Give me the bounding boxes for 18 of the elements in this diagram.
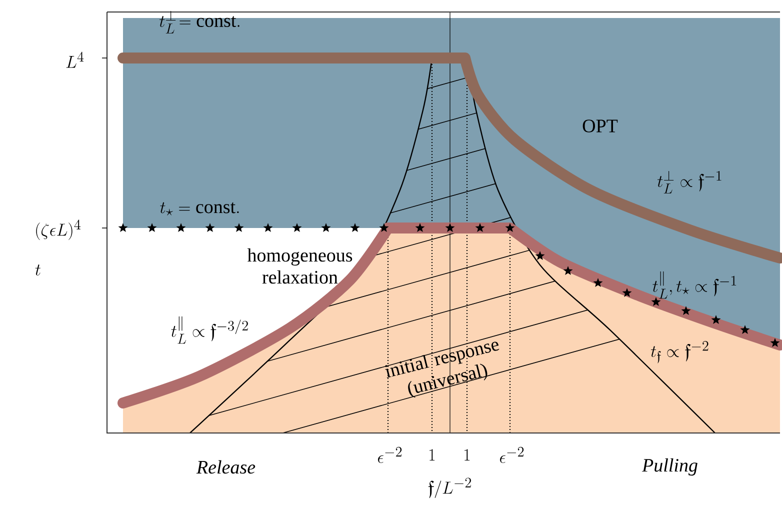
axis-tick-label: $\epsilon^{-2}$ xyxy=(378,446,402,463)
curve-label: $t_L^{\perp}\!=\mathrm{const.}$ xyxy=(160,10,240,34)
curve-label: $t_\star =\mathrm{const.}$ xyxy=(160,202,239,216)
axis-tick-label: $(\zeta\epsilon L)^4$ xyxy=(36,220,81,240)
axis-side-label: Pulling xyxy=(642,458,698,476)
axis-side-label: Release xyxy=(196,460,256,474)
region-label: OPT xyxy=(582,120,618,132)
curve-label: $t_\mathfrak{f} \propto \mathfrak{f}^{-2}$ xyxy=(650,341,708,364)
axis-label: $t$ xyxy=(35,264,41,276)
axis-tick-label: $\epsilon^{-2}$ xyxy=(500,446,524,463)
axis-tick-label: $1$ xyxy=(430,449,435,461)
axis-label: $\mathfrak{f}/L^{-2}$ xyxy=(428,478,471,498)
axis-tick-label: $L^4$ xyxy=(66,52,84,68)
region-label: homogeneous relaxation xyxy=(247,248,352,284)
axis-tick-label: $1$ xyxy=(464,449,470,461)
curve-label: $t_L^{\parallel}, t_\star \propto \mathfrak{f}^{-1}$ xyxy=(652,271,736,299)
curve-label: $t_L^{\parallel} \propto \mathfrak{f}^{-3/2}$ xyxy=(171,316,248,344)
curve-label: $t_L^{\perp} \propto \mathfrak{f}^{-1}$ xyxy=(657,170,722,194)
